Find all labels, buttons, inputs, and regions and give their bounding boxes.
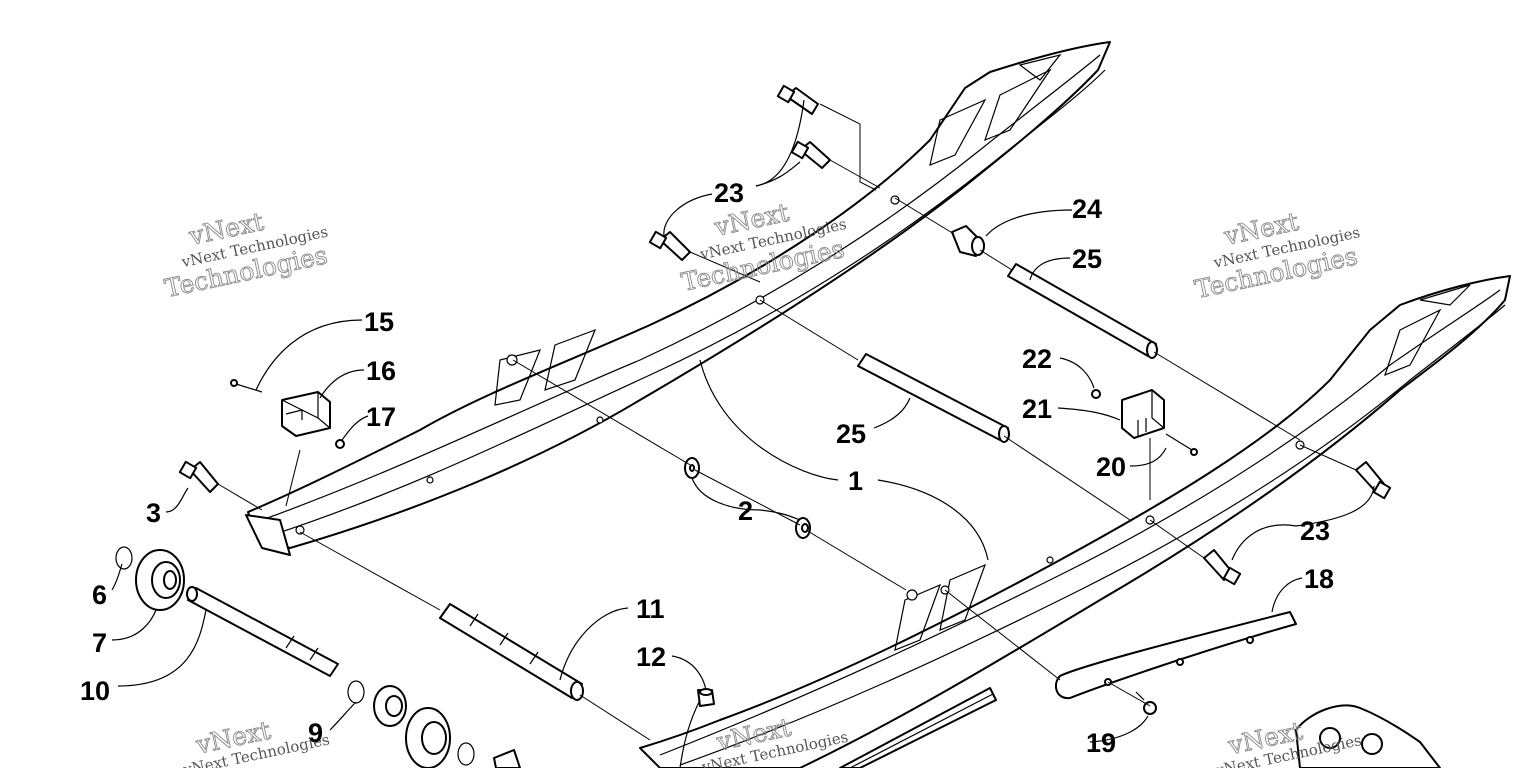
washer-2-b [795,517,811,539]
snap-ring-6 [115,546,133,570]
block-21 [1121,389,1165,439]
cross-shaft-25-rear [1007,263,1158,359]
callout-20: 20 [1096,452,1126,482]
callout-2: 2 [738,496,753,526]
axle-11 [439,603,584,701]
watermark-top-right: vNext vNext Technologies Technologies [1192,206,1362,304]
wear-strip-18 [1054,611,1297,700]
callout-19: 19 [1086,728,1116,758]
clip-17 [335,439,345,449]
slide-rail [839,687,997,768]
left-rail [245,41,1111,556]
leader-lines [111,99,1375,768]
watermark-bottom-center: vNext vNext Technologies [699,712,849,768]
watermark-top-left: vNext vNext Technologies Technologies [162,206,331,303]
callout-24: 24 [1072,194,1102,224]
callout-3: 3 [146,498,161,528]
pin-15 [230,379,263,393]
callout-16: 16 [366,356,396,386]
bolt-23-right-a [1355,461,1392,500]
assembly-lines [217,103,1357,741]
callouts: 1 2 3 6 7 9 10 11 12 15 16 17 18 19 20 2… [80,178,1334,758]
callout-22: 22 [1022,344,1052,374]
callout-10: 10 [80,676,110,706]
bolt-23-mid [790,140,831,169]
washer-2-a [684,457,700,479]
callout-25-front: 25 [836,419,866,449]
bolt-23-right-b [1203,549,1242,586]
watermark-bottom-left: vNext vNext Technologies [181,715,331,768]
callout-21: 21 [1022,394,1052,424]
bolt-23-top [776,84,819,115]
bearing-7 [135,549,185,611]
track-hint [1295,704,1441,768]
bolt-3 [178,460,219,493]
callout-7: 7 [92,628,107,658]
callout-6: 6 [92,580,107,610]
bearing-9 [347,680,407,727]
bearing-lower [405,707,521,768]
block-16 [281,391,331,437]
shaft-10 [186,586,339,677]
callout-17: 17 [366,402,396,432]
callout-9: 9 [308,718,323,748]
nut-24 [951,225,985,257]
bolt-19 [1135,691,1157,715]
callout-25-rear: 25 [1072,244,1102,274]
callout-1: 1 [848,466,863,496]
bolt-23-low [648,230,691,261]
pin-20 [1165,433,1198,456]
nut-12 [697,688,715,707]
callout-23-top: 23 [714,178,744,208]
callout-12: 12 [636,642,666,672]
callout-18: 18 [1304,564,1334,594]
callout-23-right: 23 [1300,516,1330,546]
callout-11: 11 [636,594,665,624]
cross-shaft-25-front [857,353,1010,443]
clip-22 [1091,389,1101,399]
callout-15: 15 [364,307,394,337]
